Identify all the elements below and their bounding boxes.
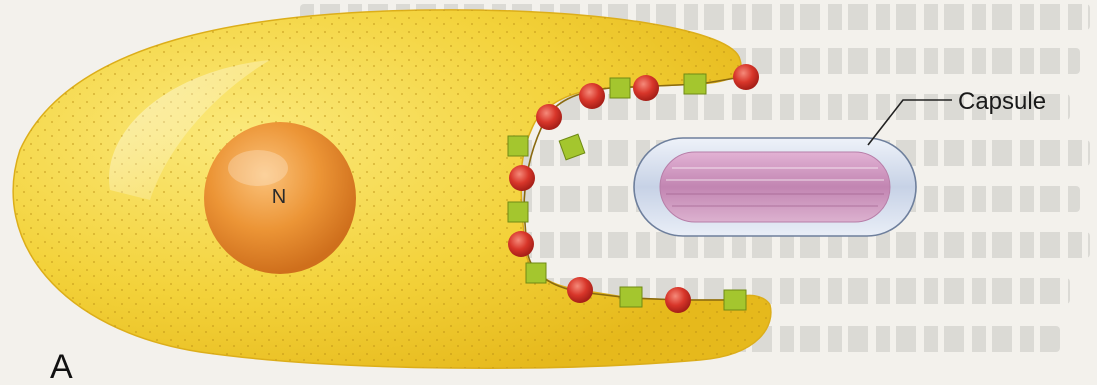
red-circle-receptor-icon bbox=[536, 104, 562, 130]
green-square-receptor-icon bbox=[508, 202, 528, 222]
red-circle-receptor-icon bbox=[633, 75, 659, 101]
green-square-receptor-icon bbox=[508, 136, 528, 156]
green-square-receptor-icon bbox=[724, 290, 746, 310]
capsule-leader-line bbox=[868, 100, 952, 145]
green-square-receptor-icon bbox=[559, 134, 585, 160]
green-square-receptor-icon bbox=[684, 74, 706, 94]
red-circle-receptor-icon bbox=[733, 64, 759, 90]
green-square-receptor-icon bbox=[610, 78, 630, 98]
panel-label: A bbox=[50, 350, 73, 384]
red-circle-receptor-icon bbox=[509, 165, 535, 191]
nucleus-label: N bbox=[267, 186, 291, 209]
red-circle-receptor-icon bbox=[665, 287, 691, 313]
green-square-receptor-icon bbox=[620, 287, 642, 307]
red-circle-receptor-icon bbox=[508, 231, 534, 257]
bacterial-cell bbox=[660, 152, 890, 222]
capsule-label: Capsule bbox=[958, 88, 1046, 116]
red-circle-receptor-icon bbox=[579, 83, 605, 109]
red-circle-receptor-icon bbox=[567, 277, 593, 303]
green-square-receptor-icon bbox=[526, 263, 546, 283]
encapsulated-bacterium bbox=[634, 138, 916, 236]
